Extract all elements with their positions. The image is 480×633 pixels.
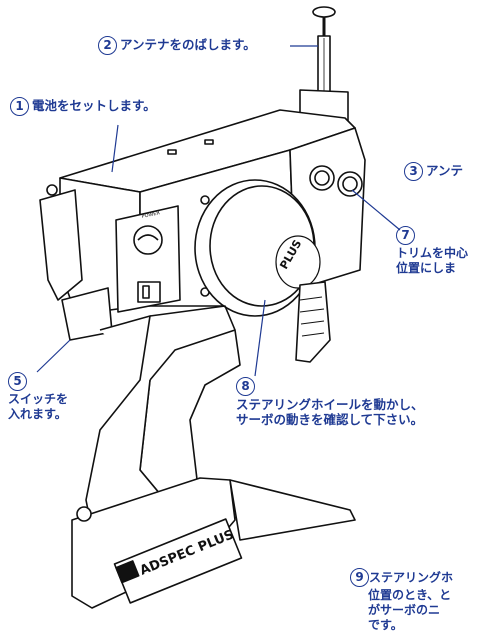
leader-7 (351, 189, 401, 231)
callout-line: 位置にしま (396, 261, 457, 275)
callout-8: 8 ステアリングホイールを動かし、 サーボの動きを確認して下さい。 (236, 377, 424, 427)
base (71, 477, 356, 609)
callout-text: ステアリングホ (369, 570, 454, 585)
trim-knobs (309, 165, 363, 197)
leader-8 (254, 299, 266, 377)
callout-number: 7 (396, 226, 415, 245)
callout-line: です。 (368, 618, 403, 632)
callout-number: 3 (404, 162, 423, 181)
callout-number: 1 (10, 97, 29, 116)
callout-line: サーボの動きを確認して下さい。 (236, 412, 424, 427)
callout-line: スイッチを (8, 392, 69, 406)
leader-5 (36, 339, 71, 373)
leader-1 (111, 124, 119, 173)
callout-number: 2 (98, 36, 117, 55)
steering-wheel (194, 179, 321, 317)
callout-number: 8 (236, 377, 255, 396)
callout-text: アンテ (426, 163, 464, 178)
callout-line: 入れます。 (8, 407, 67, 421)
callout-7: 7 トリムを中心 位置にしま (396, 226, 468, 276)
callout-line: がサーボのニ (368, 603, 441, 617)
callout-number: 9 (350, 568, 369, 587)
callout-line: 位置のとき、と (368, 588, 452, 602)
callout-text: 電池をセットします。 (32, 98, 156, 113)
antenna (299, 6, 349, 127)
callout-5: 5 スイッチを 入れます。 (8, 372, 68, 422)
power-panel (115, 205, 181, 313)
callout-line: トリムを中心 (396, 246, 469, 260)
callout-text: アンテナをのばします。 (120, 37, 256, 52)
callout-line: ステアリングホイールを動かし、 (236, 397, 424, 412)
callout-number: 5 (8, 372, 27, 391)
switch-label: POWER (141, 210, 161, 220)
